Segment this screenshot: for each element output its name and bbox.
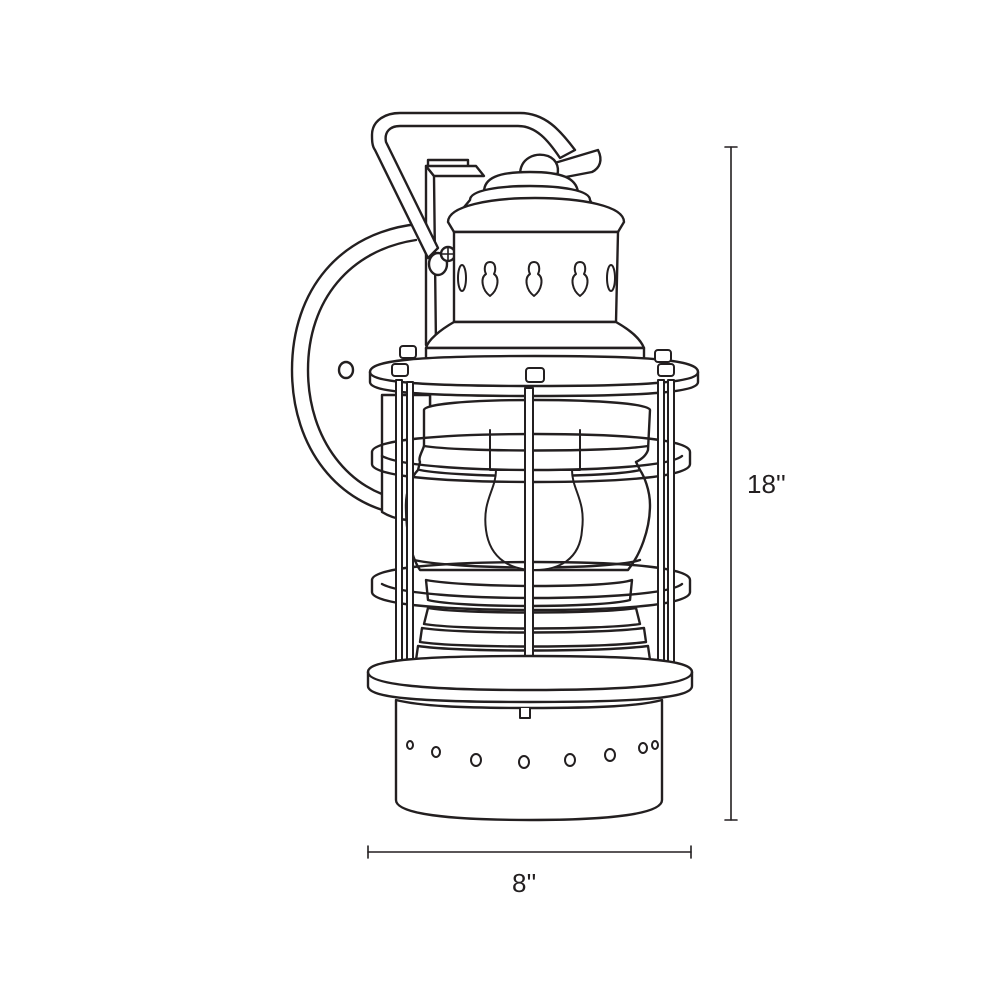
flange-screws: [391, 345, 675, 383]
height-dimension-line: [724, 146, 738, 821]
width-dimension-label: 8'': [512, 868, 537, 898]
width-dimension-line: [367, 845, 692, 859]
height-dimension-label: 18'': [747, 469, 786, 499]
bottom-flange-ring: [366, 654, 694, 704]
top-flange-ring: [368, 345, 700, 398]
top-handle: [370, 111, 602, 263]
bottom-drum: [394, 698, 664, 822]
lantern-cap: [424, 170, 646, 362]
